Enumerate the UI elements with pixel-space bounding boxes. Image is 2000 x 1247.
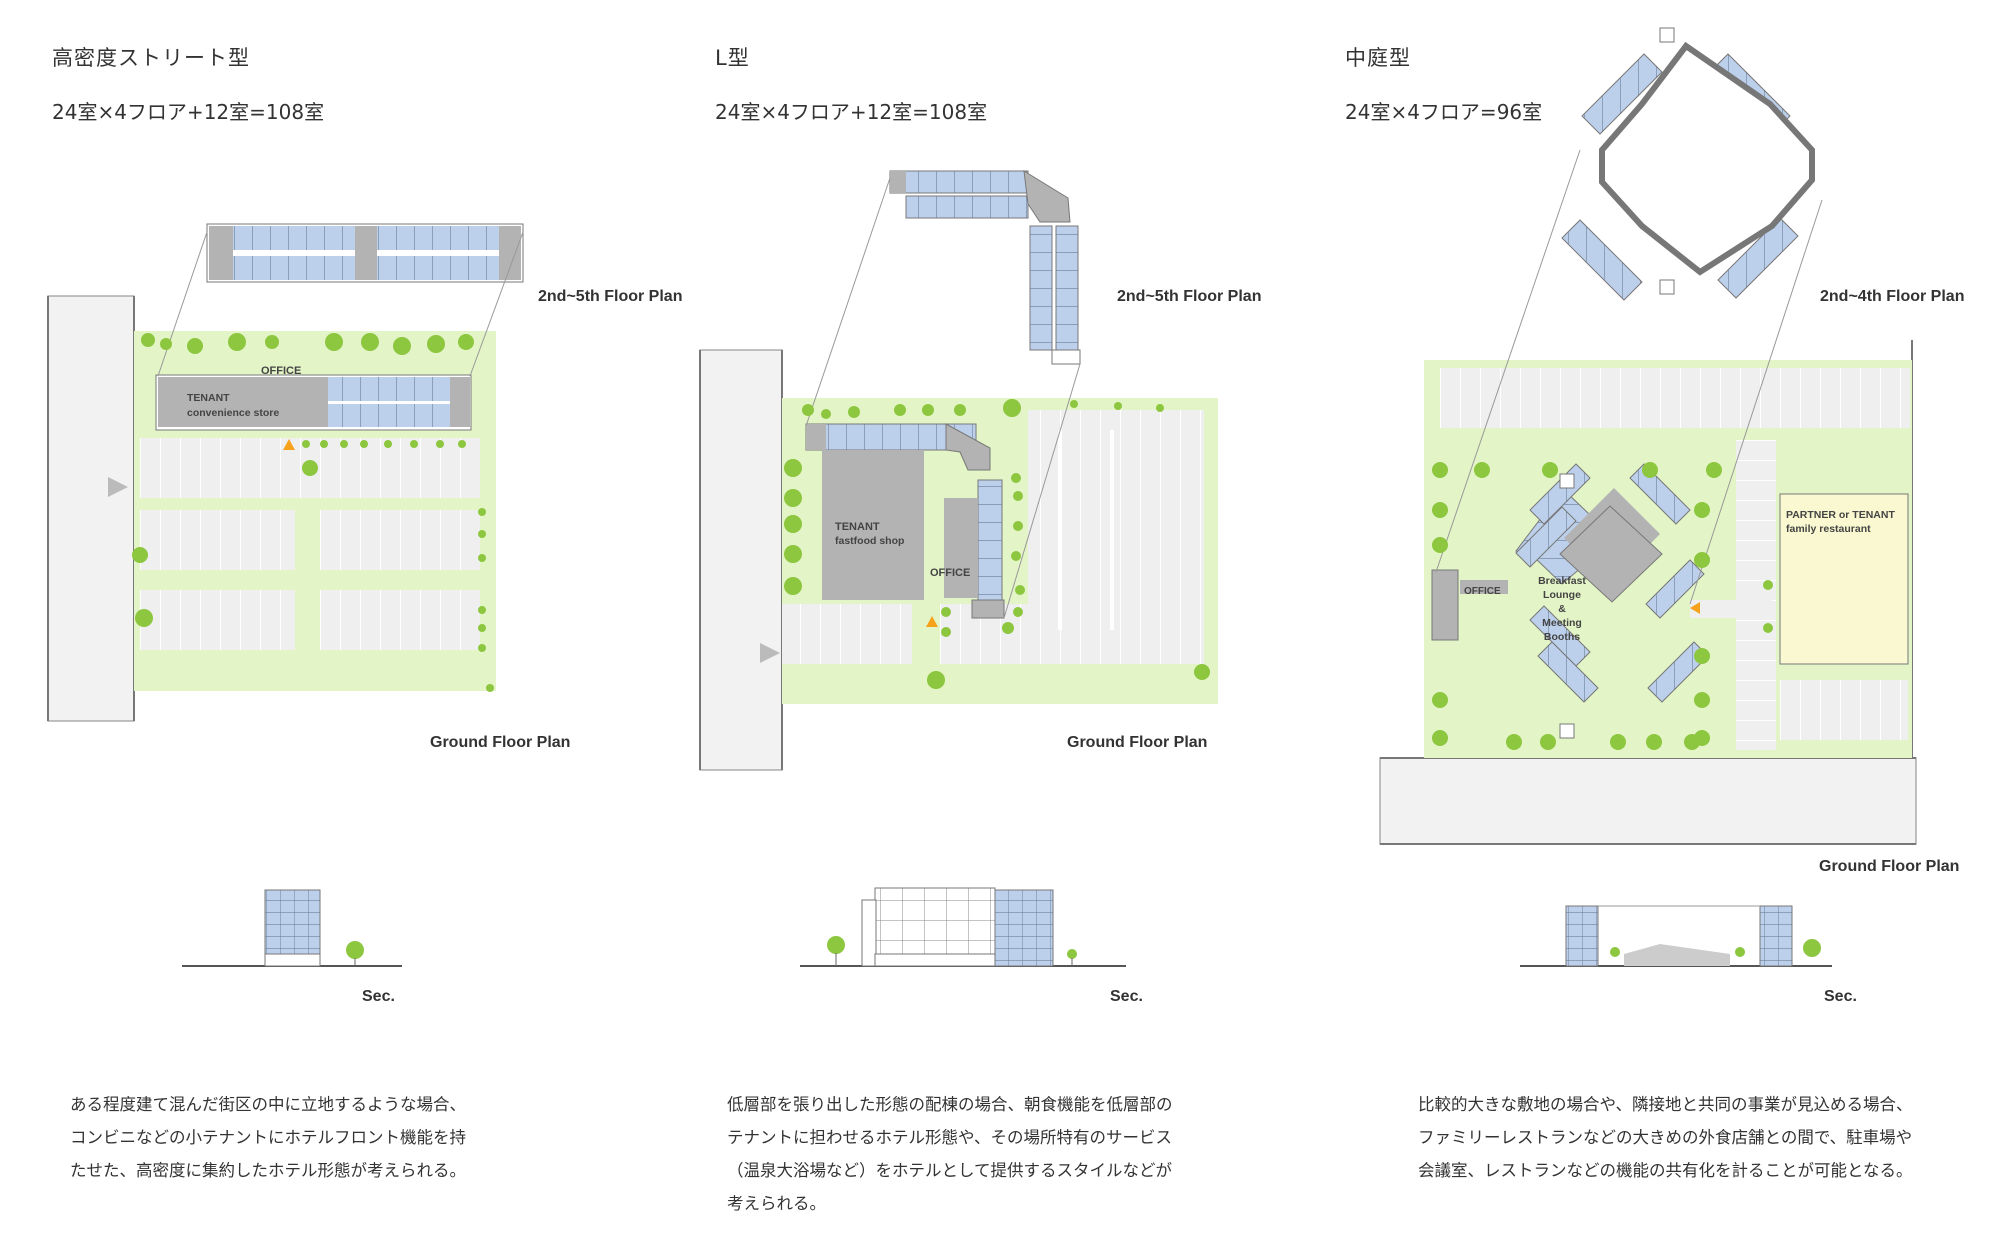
- panel1-description: ある程度建て混んだ街区の中に立地するような場合、 コンビニなどの小テナントにホテ…: [70, 1088, 466, 1187]
- svg-text:TENANT: TENANT: [187, 392, 230, 404]
- svg-text:TENANT: TENANT: [835, 521, 880, 533]
- panel2-ground-plan-label: Ground Floor Plan: [1067, 734, 1208, 751]
- panel1-drawing: OFFICE TENANT convenience store: [47, 223, 524, 967]
- panel2-section-label: Sec.: [1110, 988, 1143, 1005]
- panel2-description: 低層部を張り出した形態の配棟の場合、朝食機能を低層部の テナントに担わせるホテル…: [727, 1088, 1173, 1220]
- panel2-upper-plan-label: 2nd~5th Floor Plan: [1117, 288, 1262, 305]
- lounge-line-4: Booths: [1544, 631, 1580, 643]
- desc-line: コンビニなどの小テナントにホテルフロント機能を持: [70, 1128, 466, 1147]
- panel1-room-count: 24室×4フロア+12室=108室: [52, 100, 325, 124]
- svg-text:OFFICE: OFFICE: [1464, 586, 1501, 597]
- lounge-line-2: &: [1558, 603, 1566, 615]
- panel3-room-count: 24室×4フロア=96室: [1345, 100, 1543, 124]
- desc-line: たせた、高密度に集約したホテル形態が考えられる。: [70, 1161, 466, 1180]
- svg-text:OFFICE: OFFICE: [261, 365, 301, 377]
- panel1-section-label: Sec.: [362, 988, 395, 1005]
- desc-line: ファミリーレストランなどの大きめの外食店舗との間で、駐車場や: [1418, 1128, 1913, 1147]
- svg-text:fastfood shop: fastfood shop: [835, 535, 904, 547]
- lounge-line-3: Meeting: [1542, 617, 1582, 629]
- panel3-drawing: PARTNER or TENANT family restaurant OFFI…: [1379, 27, 1917, 967]
- panel1-title: 高密度ストリート型: [52, 46, 250, 70]
- lounge-line-1: Lounge: [1543, 589, 1581, 601]
- svg-text:convenience store: convenience store: [187, 407, 279, 419]
- panel3-upper-plan-label: 2nd~4th Floor Plan: [1820, 288, 1965, 305]
- svg-text:PARTNER or TENANT: PARTNER or TENANT: [1786, 509, 1895, 521]
- panel3-title: 中庭型: [1345, 46, 1411, 70]
- panel3-ground-plan-label: Ground Floor Plan: [1819, 858, 1960, 875]
- panel2-room-count: 24室×4フロア+12室=108室: [715, 100, 988, 124]
- desc-line: 会議室、レストランなどの機能の共有化を計ることが可能となる。: [1418, 1161, 1913, 1180]
- svg-text:OFFICE: OFFICE: [930, 567, 970, 579]
- panel1-ground-plan-label: Ground Floor Plan: [430, 734, 571, 751]
- panel2-title: L型: [715, 46, 750, 70]
- desc-line: （温泉大浴場など）をホテルとして提供するスタイルなどが: [727, 1161, 1173, 1180]
- lounge-line-0: Breakfast: [1538, 575, 1586, 587]
- lounge-label: Breakfast Lounge & Meeting Booths: [1538, 575, 1586, 643]
- desc-line: 比較的大きな敷地の場合や、隣接地と共同の事業が見込める場合、: [1418, 1095, 1913, 1114]
- desc-line: 考えられる。: [727, 1194, 826, 1213]
- svg-text:family restaurant: family restaurant: [1786, 523, 1871, 535]
- panel3-section-label: Sec.: [1824, 988, 1857, 1005]
- panel3-description: 比較的大きな敷地の場合や、隣接地と共同の事業が見込める場合、 ファミリーレストラ…: [1418, 1088, 1913, 1187]
- desc-line: ある程度建て混んだ街区の中に立地するような場合、: [70, 1095, 466, 1114]
- desc-line: テナントに担わせるホテル形態や、その場所特有のサービス: [727, 1128, 1173, 1147]
- panel2-drawing: TENANT fastfood shop OFFICE: [699, 170, 1218, 967]
- panel1-upper-plan-label: 2nd~5th Floor Plan: [538, 288, 683, 305]
- desc-line: 低層部を張り出した形態の配棟の場合、朝食機能を低層部の: [727, 1095, 1173, 1114]
